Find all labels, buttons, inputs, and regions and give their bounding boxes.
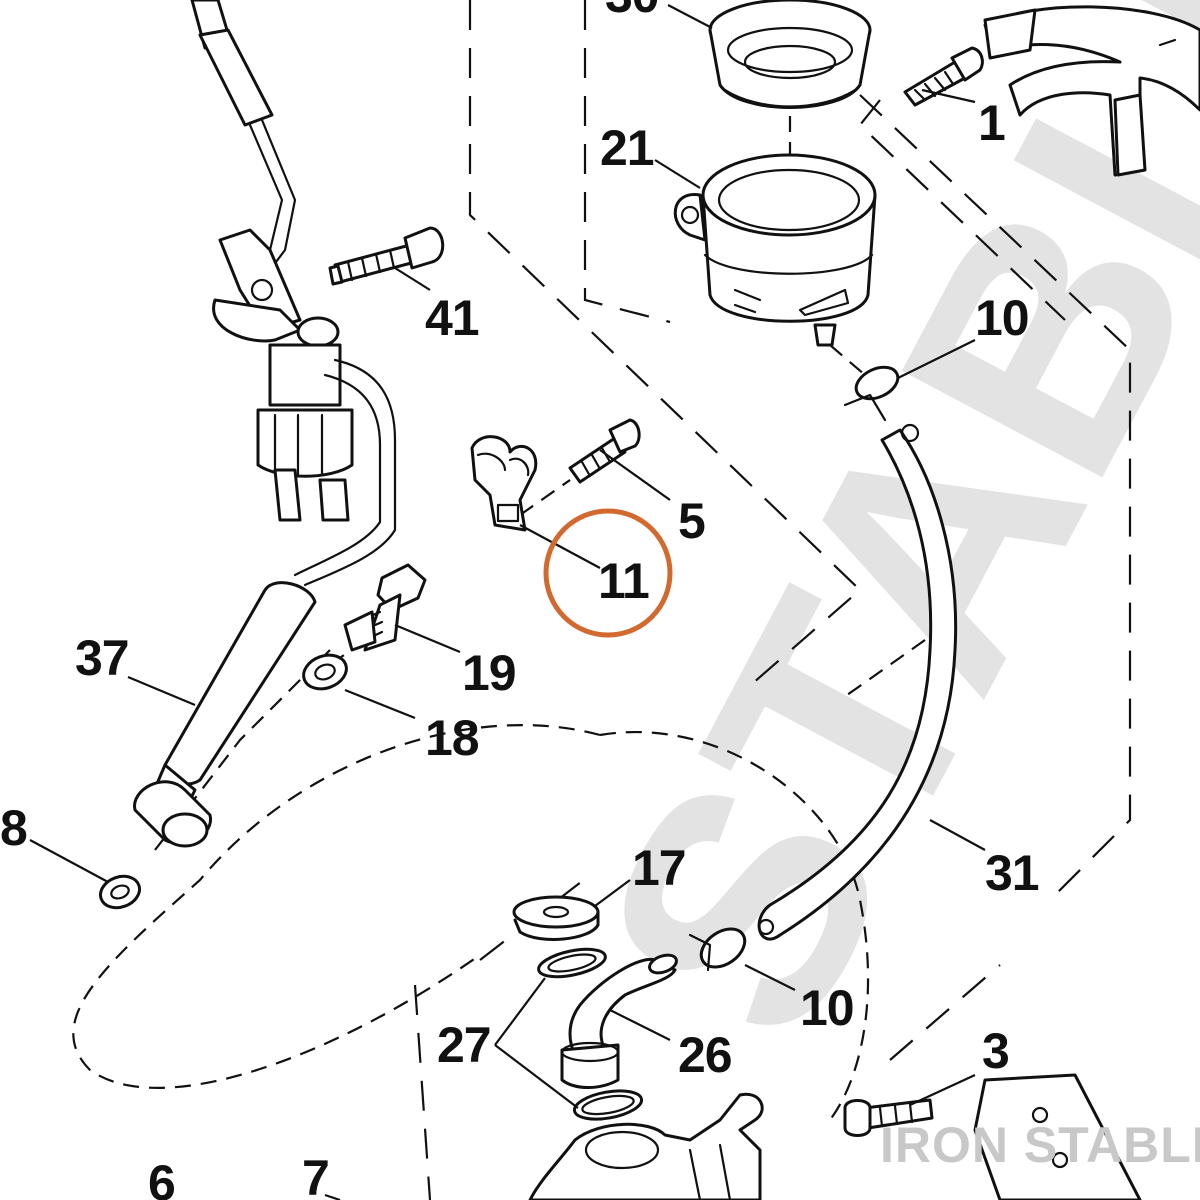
leader-lines <box>29 4 986 1200</box>
mount-bracket-part <box>973 1073 1142 1200</box>
elbow-fitting-part <box>560 953 678 1089</box>
callout-labels: 30 1 21 41 10 5 11 37 19 18 8 31 17 10 2… <box>0 0 1040 1200</box>
callout-19: 19 <box>462 645 516 701</box>
brake-line-lower-part <box>133 358 397 848</box>
handlebar-clamp-part <box>983 5 1200 177</box>
callout-8: 8 <box>0 800 27 856</box>
callout-5: 5 <box>678 493 705 549</box>
callout-17: 17 <box>632 840 686 896</box>
reservoir-body-part <box>673 153 877 347</box>
grommet-part <box>512 895 600 941</box>
callout-10-upper: 10 <box>975 290 1029 346</box>
banjo-bolt-part <box>343 563 427 652</box>
washer-8-part <box>99 874 141 910</box>
callout-11: 11 <box>598 553 649 609</box>
master-cylinder-body-part <box>528 1092 764 1200</box>
callout-31: 31 <box>985 845 1039 901</box>
highlight-circle <box>543 508 673 638</box>
callout-3: 3 <box>982 1023 1009 1079</box>
crush-washer-part <box>302 653 348 691</box>
snap-ring-part <box>537 947 607 979</box>
reservoir-cap-part <box>708 0 872 109</box>
bolt-41-part <box>328 226 445 286</box>
clip-screw-part <box>568 418 641 484</box>
callout-7: 7 <box>302 1150 329 1200</box>
callout-30: 30 <box>605 0 659 23</box>
brake-line-upper-part <box>190 0 297 272</box>
brake-switch-part <box>212 228 354 522</box>
line-clip-part <box>470 435 538 532</box>
callout-41: 41 <box>425 290 479 346</box>
callout-37: 37 <box>75 630 129 686</box>
reservoir-hose-part <box>757 423 958 941</box>
clamp-screw-part <box>903 46 984 107</box>
o-ring-part <box>572 1089 644 1121</box>
callout-10-lower: 10 <box>800 980 854 1036</box>
callout-6: 6 <box>148 1155 175 1200</box>
hose-clamp-lower-part <box>688 927 747 972</box>
callout-27: 27 <box>437 1017 491 1073</box>
callout-18: 18 <box>425 710 479 766</box>
bracket-screw-part <box>843 1098 934 1137</box>
callout-21: 21 <box>600 120 654 176</box>
hose-clamp-upper-part <box>843 365 900 422</box>
brand-watermark: IRON STABLE <box>880 1117 1200 1173</box>
callout-26: 26 <box>678 1027 732 1083</box>
callout-1: 1 <box>978 95 1005 151</box>
